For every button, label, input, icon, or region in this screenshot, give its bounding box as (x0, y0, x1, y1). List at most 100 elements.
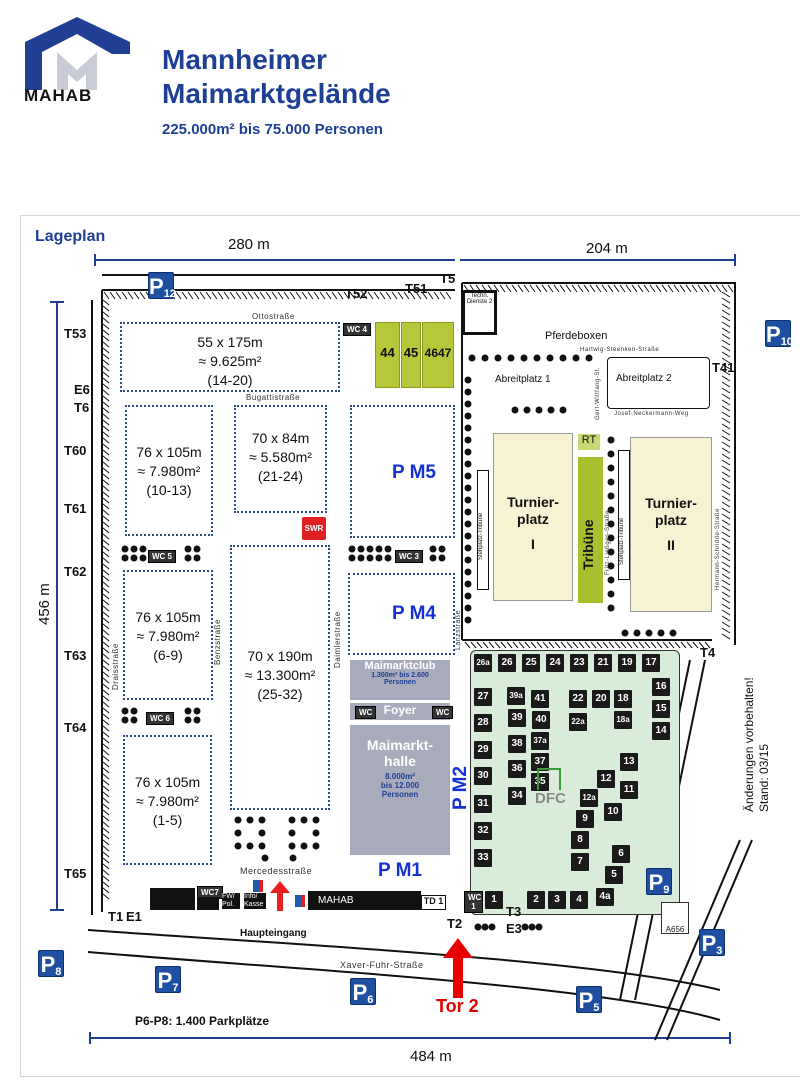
stand-31[interactable]: 31 (474, 795, 492, 813)
stand-35[interactable]: 35 (531, 773, 549, 791)
hall-46-47[interactable]: 4647 (422, 322, 454, 388)
parking-p7[interactable]: P7 (155, 966, 181, 994)
parking-p8[interactable]: P8 (38, 950, 64, 978)
hall-45[interactable]: 45 (401, 322, 421, 388)
stand-3[interactable]: 3 (548, 891, 566, 909)
abreitplatz-1: Abreitplatz 1 (495, 374, 551, 385)
stand-25[interactable]: 25 (522, 654, 540, 672)
wc-1: WC 1 (464, 891, 483, 913)
stand-13[interactable]: 13 (620, 753, 638, 771)
stand-38[interactable]: 38 (508, 735, 526, 753)
stand-37a[interactable]: 37a (531, 732, 549, 750)
stand-36[interactable]: 36 (508, 760, 526, 778)
tree-icon (633, 629, 641, 637)
stand-4[interactable]: 4 (570, 891, 588, 909)
stand-22a[interactable]: 22a (569, 713, 587, 731)
hall-44[interactable]: 44 (375, 322, 400, 388)
stand-14[interactable]: 14 (652, 722, 670, 740)
tree-icon (438, 545, 446, 553)
tree-icon (366, 554, 374, 562)
stand-18[interactable]: 18 (614, 690, 632, 708)
tree-icon (535, 406, 543, 414)
tree-icon (375, 554, 383, 562)
parking-p9[interactable]: P9 (646, 868, 672, 896)
stand-34[interactable]: 34 (508, 787, 526, 805)
techn-dienste[interactable]: Techn. Dienste 2 (462, 290, 497, 335)
stand-18a[interactable]: 18a (614, 711, 632, 729)
parking-pm1-label: P M1 (378, 860, 423, 881)
stand-6[interactable]: 6 (612, 845, 630, 863)
stand-27[interactable]: 27 (474, 688, 492, 706)
tree-icon (384, 554, 392, 562)
stehplatz-tribune-2[interactable] (618, 450, 630, 580)
stand-21[interactable]: 21 (594, 654, 612, 672)
parking-p12[interactable]: P12 (148, 272, 176, 300)
parking-pm5-area[interactable] (350, 405, 455, 538)
stand-17[interactable]: 17 (642, 654, 660, 672)
tree-icon (130, 554, 138, 562)
stand-28[interactable]: 28 (474, 714, 492, 732)
stand-12[interactable]: 12 (597, 770, 615, 788)
tribune[interactable] (578, 457, 603, 603)
tree-icon (464, 604, 472, 612)
tree-icon (300, 842, 308, 850)
tree-icon (464, 616, 472, 624)
tree-icon (357, 554, 365, 562)
stand-2[interactable]: 2 (527, 891, 545, 909)
area-open-1-5[interactable]: 76 x 105m≈ 7.980m²(1-5) (123, 735, 212, 865)
stand-19[interactable]: 19 (618, 654, 636, 672)
stand-10[interactable]: 10 (604, 803, 622, 821)
stand-20[interactable]: 20 (592, 690, 610, 708)
stand-29[interactable]: 29 (474, 741, 492, 759)
stand-9[interactable]: 9 (576, 810, 594, 828)
stehplatz-tribune-1[interactable] (477, 470, 489, 590)
maimarktclub[interactable]: Maimarktclub 1.300m² bis 2.600 Personen (350, 660, 450, 700)
abreitplatz-2[interactable]: Abreitplatz 2 (607, 357, 710, 409)
stand-23[interactable]: 23 (570, 654, 588, 672)
stand-16[interactable]: 16 (652, 678, 670, 696)
stand-33[interactable]: 33 (474, 849, 492, 867)
stand-39[interactable]: 39 (508, 709, 526, 727)
stand-30[interactable]: 30 (474, 767, 492, 785)
building-info-kasse[interactable]: Info/ Kasse (244, 893, 266, 909)
stand-22[interactable]: 22 (569, 690, 587, 708)
maimarkthalle[interactable]: Maimarkt- halle 8.000m² bis 12.000 Perso… (350, 725, 450, 855)
stand-26[interactable]: 26 (498, 654, 516, 672)
stand-11[interactable]: 11 (620, 781, 638, 799)
stand-40[interactable]: 40 (532, 711, 550, 729)
parking-p5[interactable]: P5 (576, 986, 602, 1014)
parking-p3[interactable]: P3 (699, 929, 725, 957)
area-open-10-13[interactable]: 76 x 105m≈ 7.980m²(10-13) (125, 405, 213, 536)
tree-icon (130, 707, 138, 715)
building-td1[interactable]: TD 1 (421, 895, 446, 910)
parking-p10[interactable]: P10 (765, 320, 793, 348)
tree-icon (464, 580, 472, 588)
stand-15[interactable]: 15 (652, 700, 670, 718)
area-open-25-32[interactable]: 70 x 190m≈ 13.300m²(25-32) (230, 545, 330, 810)
parking-pm4-area[interactable] (348, 573, 455, 655)
building-mahab[interactable]: MAHAB (308, 891, 421, 910)
area-open-6-9[interactable]: 76 x 105m≈ 7.980m²(6-9) (123, 570, 213, 700)
stand-37[interactable]: 37 (531, 753, 549, 771)
parking-p6[interactable]: P6 (350, 978, 376, 1006)
stand-32[interactable]: 32 (474, 822, 492, 840)
parking-pm5-label: P M5 (392, 462, 437, 483)
stand-7[interactable]: 7 (571, 853, 589, 871)
stand-26a[interactable]: 26a (474, 654, 492, 672)
tree-icon (607, 478, 615, 486)
stand-24[interactable]: 24 (546, 654, 564, 672)
stand-8[interactable]: 8 (571, 831, 589, 849)
stand-5[interactable]: 5 (605, 866, 623, 884)
street-lanz: Lanzstraße (455, 609, 462, 650)
stand-4a[interactable]: 4a (596, 888, 614, 906)
tree-icon (607, 604, 615, 612)
stand-12a[interactable]: 12a (580, 789, 598, 807)
stand-39a[interactable]: 39a (507, 687, 525, 705)
area-open-14-20[interactable]: 55 x 175m≈ 9.625m²(14-20) (120, 322, 340, 392)
stand-41[interactable]: 41 (531, 690, 549, 708)
tor2-arrow-icon (443, 938, 473, 998)
stand-1[interactable]: 1 (485, 891, 503, 909)
area-open-21-24[interactable]: 70 x 84m≈ 5.580m²(21-24) (234, 405, 327, 513)
